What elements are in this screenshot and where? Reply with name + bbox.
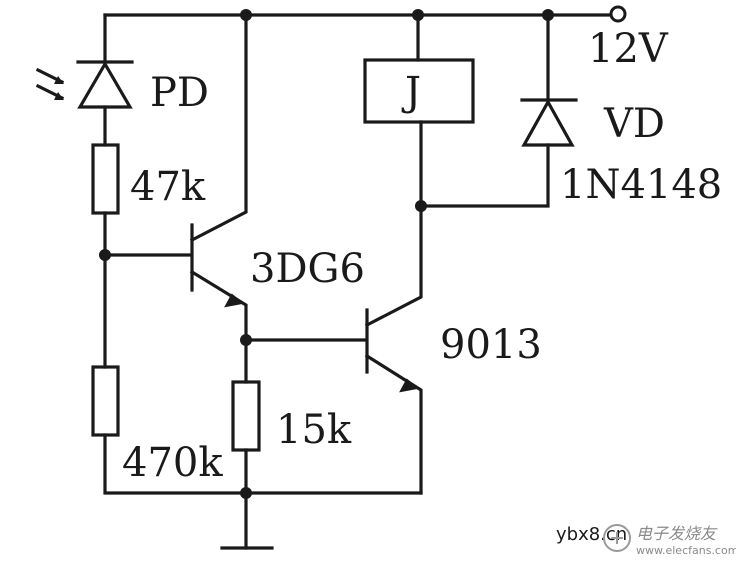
watermark-url: www.elecfans.com	[636, 544, 736, 557]
label-1n4148: 1N4148	[560, 162, 722, 208]
label-pd: PD	[150, 70, 209, 116]
label-supply: 12V	[588, 26, 669, 72]
label-3dg6: 3DG6	[250, 246, 365, 292]
watermark-site: ybx8.cn	[556, 524, 627, 545]
label-470k: 470k	[122, 440, 223, 486]
relay-coil	[363, 13, 475, 208]
label-15k: 15k	[276, 407, 352, 453]
resistor-15k	[231, 338, 261, 550]
label-47k: 47k	[130, 164, 206, 210]
photodiode	[35, 13, 134, 147]
diode-vd	[419, 13, 578, 208]
label-9013: 9013	[440, 322, 542, 368]
label-relay-j: J	[401, 69, 421, 115]
watermark-logo-icon	[603, 524, 631, 552]
light-arrows-icon	[35, 67, 65, 101]
resistor-470k	[91, 365, 423, 495]
label-vd: VD	[603, 101, 665, 147]
transistor-9013	[244, 204, 423, 495]
supply-terminal	[609, 5, 627, 23]
watermark-brand: 电子发烧友	[636, 524, 718, 543]
watermark: ybx8.cn 电子发烧友 www.elecfans.com	[556, 524, 736, 557]
supply-rail	[103, 5, 627, 23]
resistor-47k	[91, 143, 120, 369]
transistor-3dg6	[103, 13, 248, 342]
